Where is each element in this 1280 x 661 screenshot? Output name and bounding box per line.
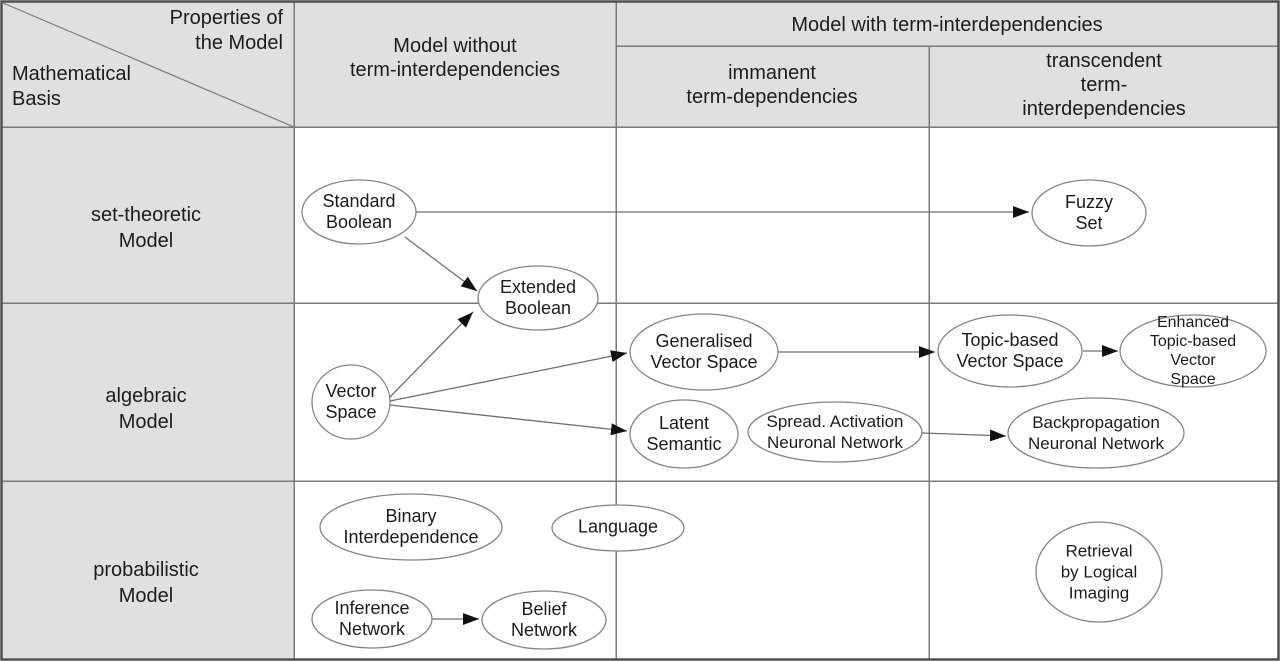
topic-based-vector-space-ellipse xyxy=(937,314,1083,388)
vector-space-ellipse xyxy=(311,364,391,440)
language-ellipse xyxy=(551,504,685,552)
fuzzy-set-ellipse xyxy=(1031,179,1147,247)
edges xyxy=(388,206,1118,625)
inference-network-ellipse xyxy=(311,589,433,649)
arrow-spread-activation-to-backpropagation xyxy=(921,429,1007,442)
corner-diagonal-line xyxy=(2,2,295,128)
backpropagation-neuronal-network-ellipse xyxy=(1007,397,1185,469)
retrieval-by-logical-imaging-ellipse xyxy=(1035,521,1163,623)
arrow-vector-space-to-latent-semantic xyxy=(389,404,628,436)
belief-network-ellipse xyxy=(481,590,607,650)
header-band-background xyxy=(2,2,1278,127)
latent-semantic-ellipse xyxy=(629,399,739,469)
arrow-vector-space-to-generalised-vector-space xyxy=(389,350,628,402)
arrow-vector-space-to-extended-boolean xyxy=(388,311,474,399)
arrow-standard-boolean-to-extended-boolean xyxy=(404,236,478,292)
spread-activation-ellipse xyxy=(747,401,923,463)
extended-boolean-ellipse xyxy=(477,265,599,331)
standard-boolean-ellipse xyxy=(301,179,417,245)
row-header-column-background xyxy=(2,127,294,658)
enhanced-topic-based-vector-space-ellipse xyxy=(1119,314,1267,388)
node-ellipses xyxy=(301,179,1267,650)
binary-interdependence-ellipse xyxy=(319,493,503,561)
generalised-vector-space-ellipse xyxy=(629,313,779,391)
